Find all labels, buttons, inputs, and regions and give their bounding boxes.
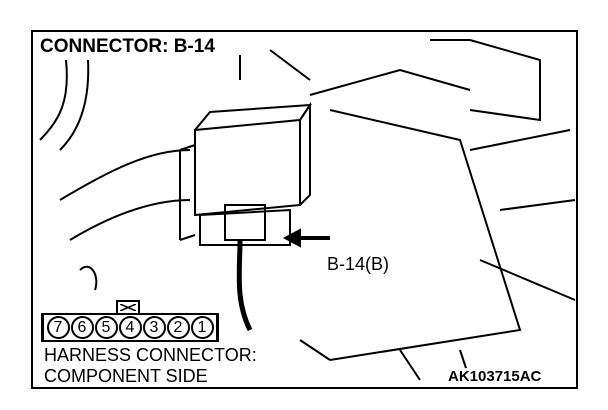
harness-label-line2: COMPONENT SIDE: [44, 366, 208, 386]
figure-code: AK103715AC: [448, 368, 542, 385]
connector-callout-label: B-14(B): [327, 254, 390, 274]
pin-1: 1: [190, 316, 214, 339]
pin-2: 2: [166, 316, 190, 339]
figure-frame: [31, 30, 578, 389]
harness-label-line1: HARNESS CONNECTOR:: [44, 345, 257, 365]
pin-7: 7: [46, 316, 70, 339]
pin-3: 3: [142, 316, 166, 339]
pin-5: 5: [94, 316, 118, 339]
connector-title: CONNECTOR: B-14: [40, 36, 219, 60]
connector-pin-diagram: 7 6 5 4 3 2 1: [41, 313, 219, 342]
pin-4: 4: [118, 316, 142, 339]
pin-6: 6: [70, 316, 94, 339]
